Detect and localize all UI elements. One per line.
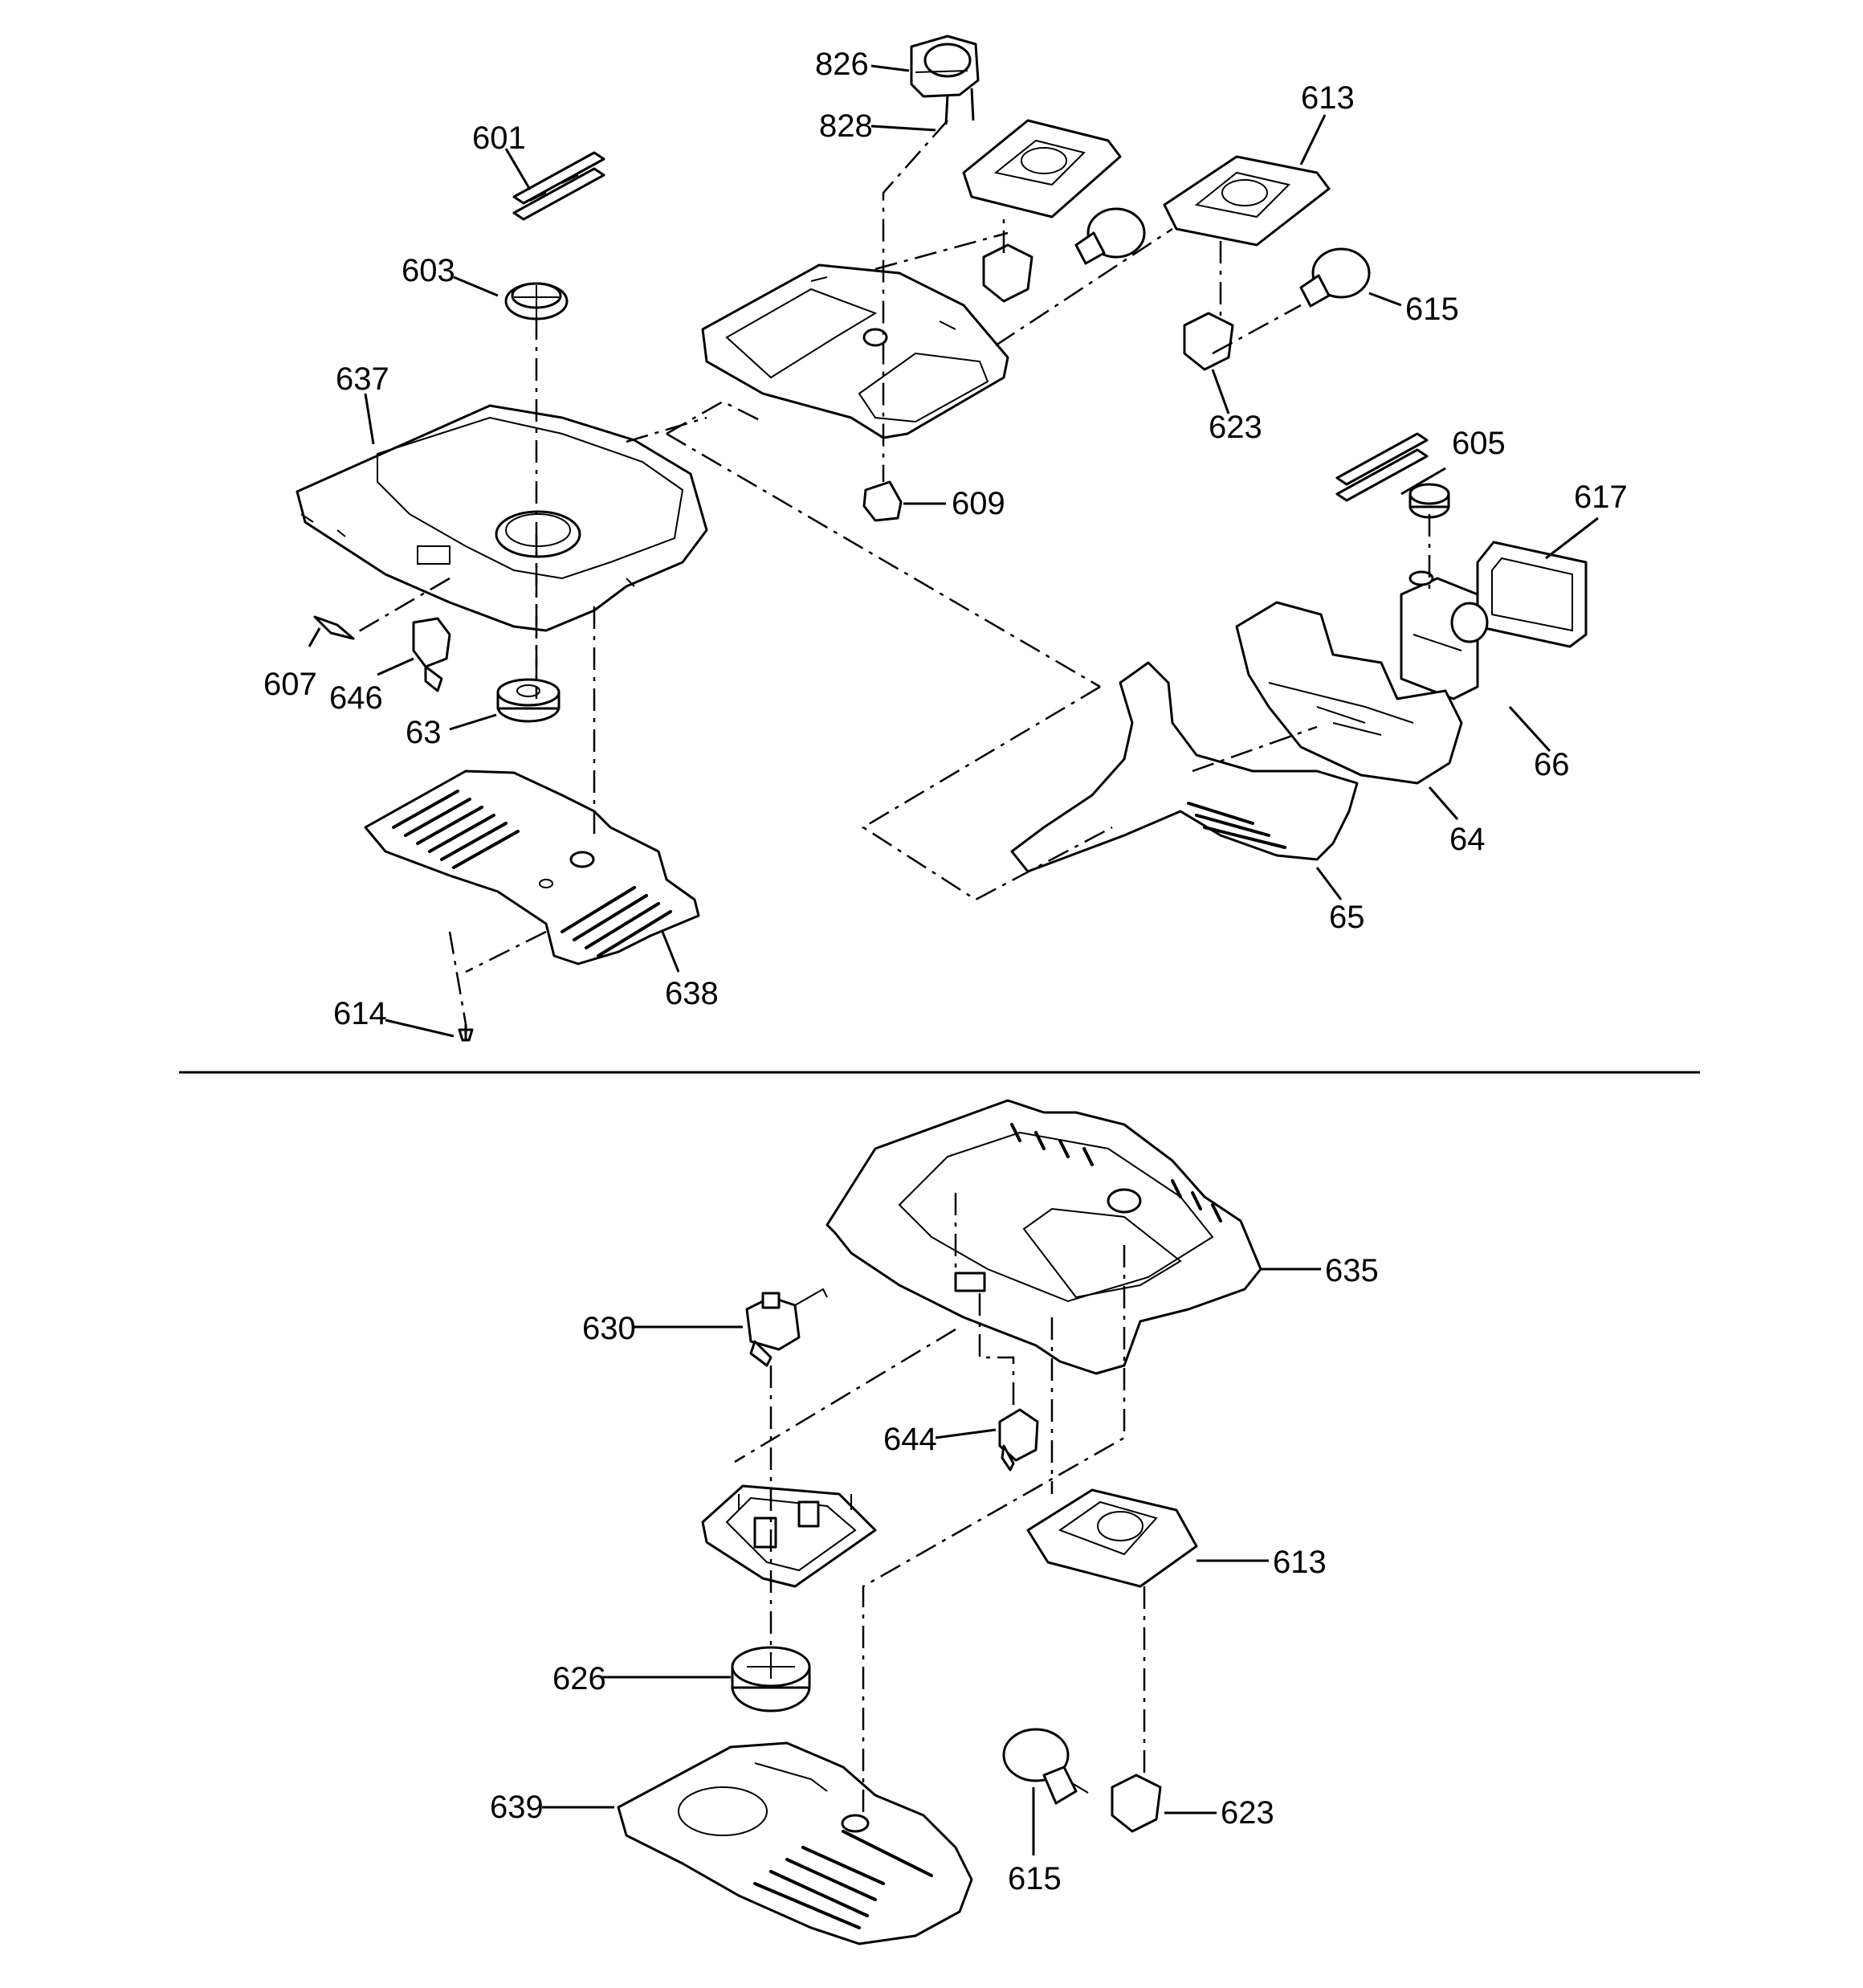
callout-613-top: 613	[1301, 80, 1355, 116]
part-615-bulb-a	[1074, 207, 1146, 265]
callout-623-top: 623	[1209, 410, 1262, 445]
callout-614: 614	[333, 996, 387, 1031]
part-644-switch	[998, 1408, 1039, 1472]
callout-826: 826	[815, 47, 869, 82]
top-assembly-lines	[353, 120, 1431, 1025]
part-637-plate	[296, 404, 708, 632]
callout-639: 639	[490, 1790, 544, 1825]
callout-615-top: 615	[1405, 292, 1459, 327]
leader-lines	[308, 64, 1599, 1855]
part-623-socket-b	[1183, 312, 1234, 371]
callout-613-bottom: 613	[1273, 1545, 1327, 1580]
callout-605: 605	[1452, 426, 1506, 461]
callout-623-bottom: 623	[1221, 1795, 1274, 1831]
callout-65: 65	[1329, 900, 1365, 935]
part-center-frame	[701, 263, 1009, 439]
part-609-switch	[862, 480, 903, 522]
part-613-lamp-cover-b	[1163, 155, 1331, 247]
part-626-gear	[731, 1646, 811, 1712]
part-614-screw	[458, 1024, 474, 1042]
part-64-dispenser-body	[1235, 601, 1463, 785]
callout-63: 63	[406, 715, 442, 750]
callout-615-bottom: 615	[1008, 1861, 1062, 1896]
part-605-strip	[1335, 432, 1429, 502]
part-66-housing	[1400, 570, 1489, 700]
part-601-strip	[512, 151, 605, 221]
callout-607: 607	[263, 667, 317, 702]
callout-630: 630	[582, 1311, 636, 1346]
part-control-box	[701, 1484, 877, 1588]
callout-635: 635	[1325, 1253, 1379, 1288]
callout-638: 638	[665, 976, 719, 1011]
callout-637: 637	[336, 361, 389, 397]
part-646-switch	[412, 617, 451, 692]
part-613-lamp-cover-a	[962, 119, 1122, 218]
part-615-bulb-b	[1299, 247, 1371, 308]
part-63-knob	[496, 678, 561, 723]
part-617-frame	[1476, 541, 1588, 648]
callout-609: 609	[952, 486, 1005, 521]
part-630-switch	[745, 1288, 828, 1367]
part-65-trough	[1010, 661, 1359, 873]
callout-644: 644	[883, 1422, 937, 1457]
part-615-bulb-c	[1002, 1728, 1089, 1805]
part-639-tray	[617, 1741, 973, 1945]
part-607-clip	[313, 615, 355, 640]
bottom-assembly-lines	[734, 1193, 1146, 1819]
callout-64: 64	[1449, 822, 1486, 857]
callout-66: 66	[1534, 747, 1570, 782]
callout-617: 617	[1574, 480, 1628, 515]
callout-828: 828	[819, 108, 873, 144]
part-605-knob	[1408, 483, 1450, 519]
callout-626: 626	[552, 1661, 606, 1696]
part-603-gear	[504, 282, 569, 320]
part-638-grill-plate	[364, 769, 700, 965]
callout-646: 646	[329, 680, 383, 716]
part-623-socket-c	[1111, 1774, 1162, 1833]
part-635-housing	[826, 1099, 1262, 1375]
part-613-lamp-cover-c	[1026, 1488, 1198, 1588]
part-623-socket-a	[982, 243, 1033, 303]
part-826-switch	[910, 35, 980, 125]
callout-601: 601	[472, 120, 526, 156]
callout-603: 603	[402, 253, 455, 288]
